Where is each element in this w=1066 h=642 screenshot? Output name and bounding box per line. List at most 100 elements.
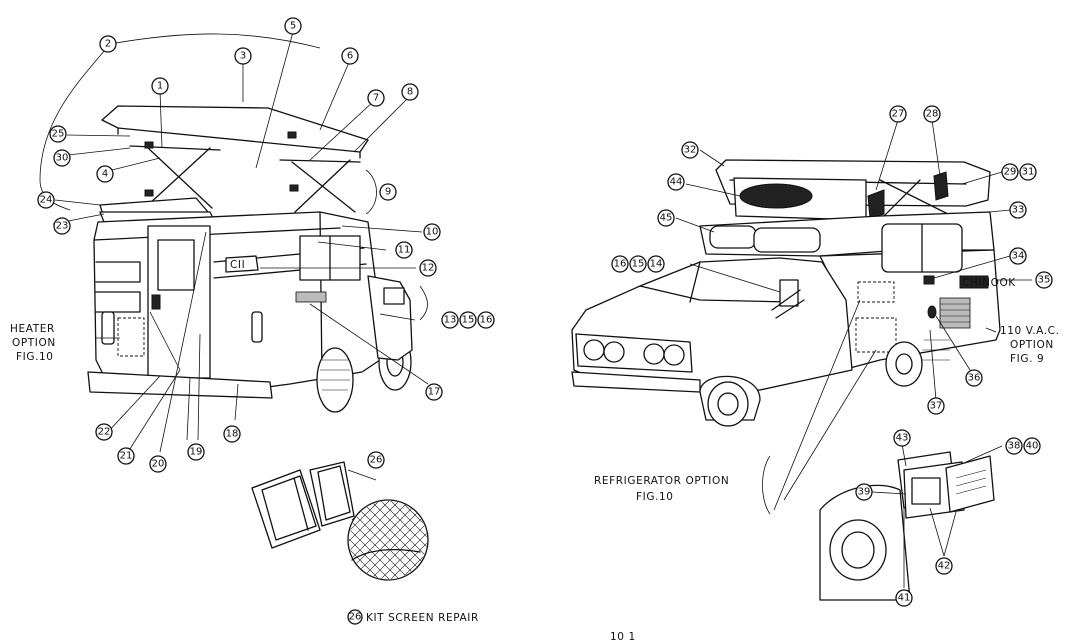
vac-option-line1: 110 V.A.C. bbox=[1000, 325, 1060, 337]
callout-20: 20 bbox=[149, 455, 167, 473]
callout-r28: 28 bbox=[923, 105, 941, 123]
callout-r44: 44 bbox=[667, 173, 685, 191]
callout-19: 19 bbox=[187, 443, 205, 461]
callout-r34: 34 bbox=[1009, 247, 1027, 265]
refrigerator-option-line2: FIG.10 bbox=[636, 491, 674, 503]
callout-r29: 29 bbox=[1001, 163, 1019, 181]
kit-screen-repair-text: KIT SCREEN REPAIR bbox=[366, 612, 479, 624]
callout-text-r39: 39 bbox=[858, 487, 871, 498]
heater-option-label: HEATER OPTION FIG.10 bbox=[10, 323, 56, 363]
callout-text-r43: 43 bbox=[896, 433, 909, 444]
callout-text-17: 17 bbox=[428, 387, 441, 398]
callout-r31: 31 bbox=[1019, 163, 1037, 181]
callout-text-r41: 41 bbox=[898, 593, 911, 604]
callout-text-24: 24 bbox=[40, 195, 53, 206]
callout-text-12: 12 bbox=[422, 263, 435, 274]
callout-text-11: 11 bbox=[398, 245, 411, 256]
callout-r32: 32 bbox=[681, 141, 699, 159]
callout-10: 10 bbox=[423, 223, 441, 241]
callout-r42: 42 bbox=[935, 557, 953, 575]
callout-text-1: 1 bbox=[157, 81, 163, 92]
callout-4: 4 bbox=[96, 165, 114, 183]
callout-r35: 35 bbox=[1035, 271, 1053, 289]
callout-18: 18 bbox=[223, 425, 241, 443]
callout-6: 6 bbox=[341, 47, 359, 65]
callout-text-r28: 28 bbox=[926, 109, 939, 120]
callout-text-r45: 45 bbox=[660, 213, 673, 224]
callout-text-8: 8 bbox=[407, 87, 413, 98]
refrigerator-option-line1: REFRIGERATOR OPTION bbox=[594, 475, 729, 487]
callout-r27: 27 bbox=[889, 105, 907, 123]
left-camper-drawing: CII bbox=[87, 105, 413, 413]
callout-17: 17 bbox=[425, 383, 443, 401]
callout-9: 9 bbox=[379, 183, 397, 201]
heater-option-line3: FIG.10 bbox=[16, 351, 54, 363]
callout-text-r27: 27 bbox=[892, 109, 905, 120]
callout-text-r34: 34 bbox=[1012, 251, 1025, 262]
callout-r38: 38 bbox=[1005, 437, 1023, 455]
callout-r41: 41 bbox=[895, 589, 913, 607]
callout-text-r29: 29 bbox=[1004, 167, 1017, 178]
callout-22: 22 bbox=[95, 423, 113, 441]
callout-r39: 39 bbox=[855, 483, 873, 501]
callout-text-9: 9 bbox=[385, 187, 391, 198]
callout-text-19: 19 bbox=[190, 447, 203, 458]
callout-text-r33: 33 bbox=[1012, 205, 1025, 216]
callout-text-7: 7 bbox=[373, 93, 379, 104]
callout-2: 2 bbox=[99, 35, 117, 53]
truck-cab bbox=[571, 257, 853, 391]
callout-text-10: 10 bbox=[426, 227, 439, 238]
callout-text-r14: 14 bbox=[650, 259, 663, 270]
callout-1: 1 bbox=[151, 77, 169, 95]
callout-text-23: 23 bbox=[56, 221, 69, 232]
callout-text-20: 20 bbox=[152, 459, 165, 470]
page-mark: 10 1 bbox=[610, 631, 636, 642]
callout-r15: 15 bbox=[629, 255, 647, 273]
callout-11: 11 bbox=[395, 241, 413, 259]
callout-r14: 14 bbox=[647, 255, 665, 273]
kit-screen-repair-label: 26 KIT SCREEN REPAIR bbox=[347, 609, 479, 625]
vac-option-line3: FIG. 9 bbox=[1010, 353, 1044, 365]
callout-5: 5 bbox=[284, 17, 302, 35]
callout-text-25: 25 bbox=[52, 129, 65, 140]
screen-mesh-detail bbox=[347, 499, 429, 581]
callout-text-2: 2 bbox=[105, 39, 111, 50]
callout-r36: 36 bbox=[965, 369, 983, 387]
callout-26: 26 bbox=[367, 451, 385, 469]
vac-option-label: 110 V.A.C. OPTION FIG. 9 bbox=[1000, 325, 1060, 365]
callout-text-r15: 15 bbox=[632, 259, 645, 270]
kit-screen-repair-number: 26 bbox=[349, 612, 362, 623]
callout-text-r37: 37 bbox=[930, 401, 943, 412]
callout-r45: 45 bbox=[657, 209, 675, 227]
callout-text-r42: 42 bbox=[938, 561, 951, 572]
callout-text-r32: 32 bbox=[684, 145, 697, 156]
callout-text-r40: 40 bbox=[1026, 441, 1039, 452]
callout-30: 30 bbox=[53, 149, 71, 167]
callout-text-6: 6 bbox=[347, 51, 353, 62]
callout-r16: 16 bbox=[611, 255, 629, 273]
heater-option-line2: OPTION bbox=[12, 337, 56, 349]
callout-text-r44: 44 bbox=[670, 177, 683, 188]
refrigerator-option-label: REFRIGERATOR OPTION FIG.10 bbox=[594, 475, 729, 503]
callout-text-5: 5 bbox=[290, 21, 296, 32]
callout-text-15: 15 bbox=[462, 315, 475, 326]
callout-3: 3 bbox=[234, 47, 252, 65]
callout-text-30: 30 bbox=[56, 153, 69, 164]
callout-21: 21 bbox=[117, 447, 135, 465]
screen-repair-kit-drawing bbox=[251, 461, 429, 581]
roof-lifter-struts bbox=[129, 131, 361, 213]
callout-text-18: 18 bbox=[226, 429, 239, 440]
callout-r40: 40 bbox=[1023, 437, 1041, 455]
pop-top-roof bbox=[101, 105, 369, 153]
right-camper-drawing: CHINOOK bbox=[571, 159, 1016, 427]
callout-text-4: 4 bbox=[102, 169, 108, 180]
callout-text-r36: 36 bbox=[968, 373, 981, 384]
callout-text-16: 16 bbox=[480, 315, 493, 326]
callout-text-r16: 16 bbox=[614, 259, 627, 270]
callout-25: 25 bbox=[49, 125, 67, 143]
badge-text: CHINOOK bbox=[962, 277, 1016, 289]
callout-text-13: 13 bbox=[444, 315, 457, 326]
callout-12: 12 bbox=[419, 259, 437, 277]
callout-7: 7 bbox=[367, 89, 385, 107]
refrigerator-detail bbox=[819, 451, 995, 601]
